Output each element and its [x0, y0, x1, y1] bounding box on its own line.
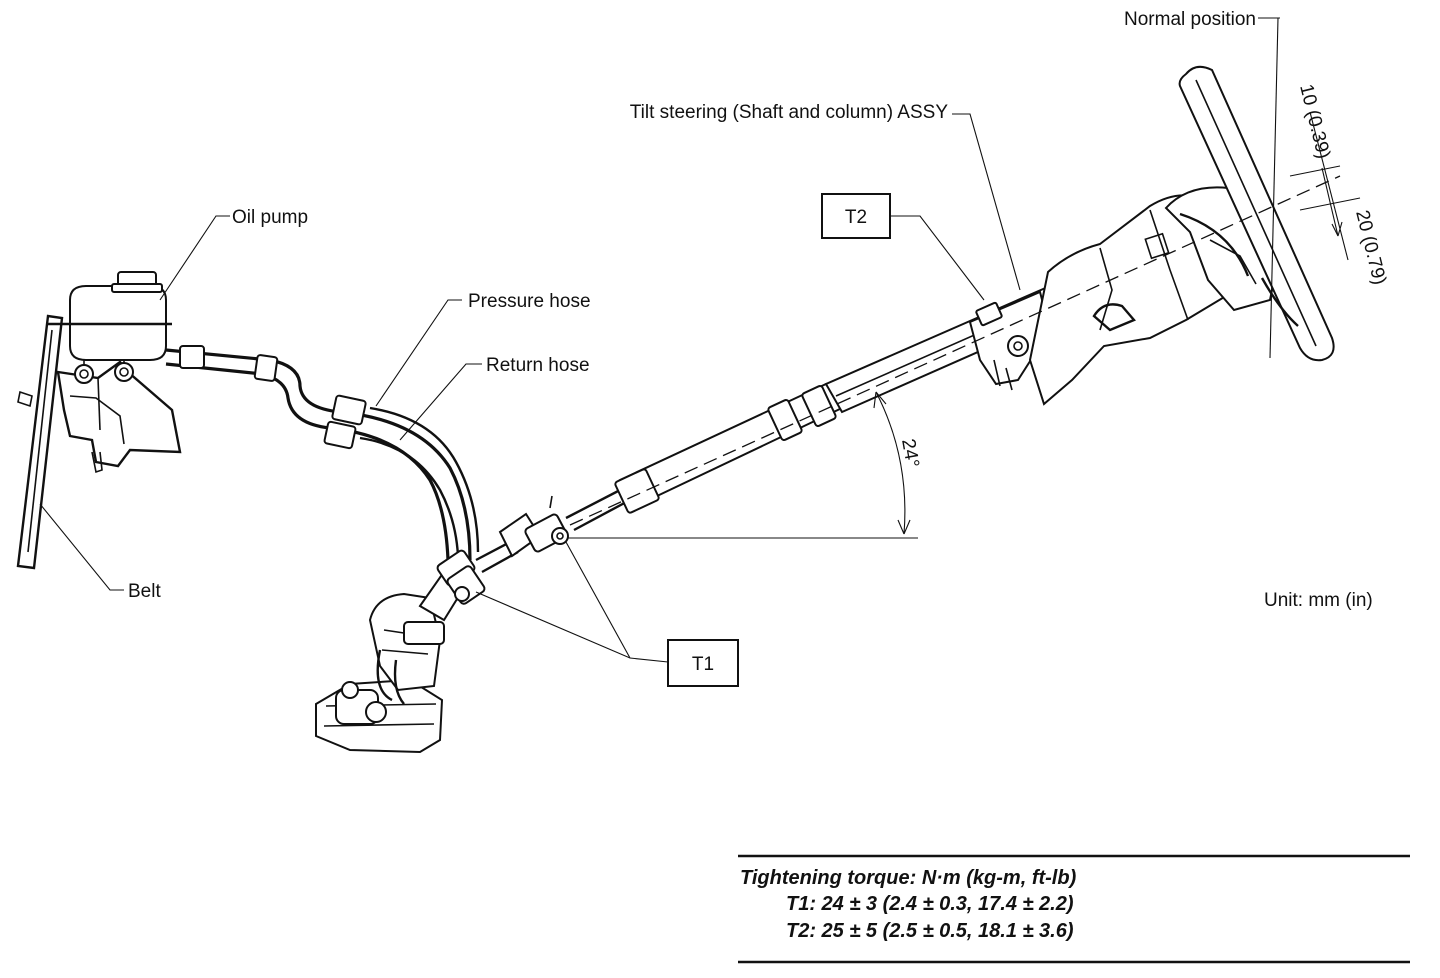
t2-callout: T2: [821, 193, 891, 239]
pressure-hose-label: Pressure hose: [468, 291, 591, 312]
torque-table: Tightening torque: N·m (kg-m, ft-lb) T1:…: [738, 854, 1410, 964]
torque-row-t1: T1: 24 ± 3 (2.4 ± 0.3, 17.4 ± 2.2): [786, 893, 1074, 915]
torque-row-t2: T2: 25 ± 5 (2.5 ± 0.5, 18.1 ± 3.6): [786, 920, 1074, 942]
unit-label: Unit: mm (in): [1264, 590, 1373, 611]
belt-label: Belt: [128, 581, 161, 602]
oil-pump-label: Oil pump: [232, 207, 308, 228]
t1-callout: T1: [667, 639, 739, 687]
t2-callout-label: T2: [845, 207, 867, 228]
normal-position-label: Normal position: [1124, 9, 1256, 30]
column-cover-drawing: [1028, 194, 1228, 406]
steering-wheel-drawing: [1164, 65, 1335, 362]
steering-shaft-drawing: [475, 284, 1066, 574]
engine-belt-drawing: [16, 314, 182, 570]
angle-dimension-label: 24°: [897, 437, 923, 469]
angle-dimension: [873, 391, 911, 535]
oil-pump-drawing: [46, 271, 172, 384]
t1-callout-label: T1: [692, 654, 714, 675]
upper-travel-label: 10 (0.39): [1295, 82, 1334, 161]
return-hose-drawing: [359, 406, 480, 557]
torque-table-heading: Tightening torque: N·m (kg-m, ft-lb): [740, 867, 1077, 889]
return-hose-label: Return hose: [486, 355, 590, 376]
tilt-steering-label: Tilt steering (Shaft and column) ASSY: [630, 102, 949, 123]
reference-lines: [568, 17, 1361, 539]
pressure-hose-drawing: [165, 345, 472, 561]
steering-gear-drawing: [315, 549, 486, 754]
lower-travel-label: 20 (0.79): [1351, 208, 1390, 287]
leader-lines: [39, 113, 1021, 663]
